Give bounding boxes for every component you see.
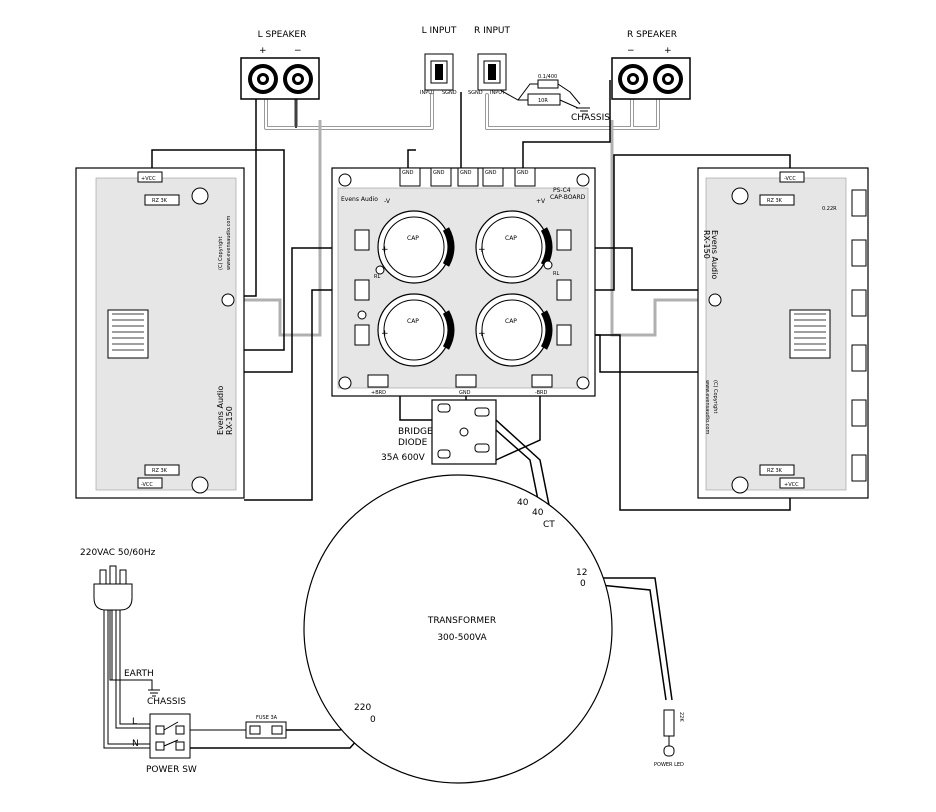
cap4-plus: +: [478, 329, 486, 339]
input-chassis-label: CHASSIS: [571, 113, 610, 123]
bridge-label: BRIDGE: [398, 427, 433, 437]
psu-model: PS-C4: [553, 187, 571, 194]
left-amp-plus-vcc: +VCC: [141, 176, 156, 182]
psu-gnd-5: GND: [517, 170, 529, 176]
mains-wires: [103, 610, 160, 749]
psu-sub: CAP-BOARD: [550, 194, 586, 201]
left-amp-copyright: (C) Copyright: [218, 237, 224, 270]
left-speaker-terminal: [240, 57, 320, 100]
cap4-label: CAP: [505, 318, 517, 325]
psu-gnd-2: GND: [433, 170, 445, 176]
left-speaker-label: L SPEAKER: [258, 30, 307, 40]
psu-brand: Evens Audio: [341, 196, 378, 203]
psu-gnd-1: GND: [402, 170, 414, 176]
led-resistor-label: 22K: [678, 712, 684, 722]
res-value: 10R: [538, 98, 548, 104]
right-speaker-label: R SPEAKER: [627, 30, 677, 40]
cap3-plus: +: [381, 329, 389, 339]
power-led: [663, 709, 675, 757]
cap2-label: CAP: [505, 235, 517, 242]
left-amp-rz-top: RZ 3K: [152, 198, 168, 204]
input-jacks: [424, 53, 507, 91]
rc-network: [499, 79, 590, 115]
right-amp-website: www.evensaudio.com: [704, 380, 710, 434]
right-speaker-minus: −: [627, 46, 635, 56]
cap1-label: CAP: [407, 235, 419, 242]
right-amp-rz-bottom: RZ 3K: [767, 468, 783, 474]
cap1-plus: +: [381, 245, 389, 255]
psu-cap-board: [331, 167, 596, 397]
tap-220: 220: [354, 703, 371, 713]
cap2-plus: +: [478, 245, 486, 255]
left-amp-website: www.evensaudio.com: [226, 216, 232, 270]
left-sgnd-pin: SGND: [442, 90, 457, 96]
tap-0-primary: 0: [370, 715, 376, 725]
right-amp-model: RX-150: [702, 230, 711, 259]
right-amp-rz-top: RZ 3K: [767, 198, 783, 204]
left-amp-brand: Evens Audio: [216, 386, 225, 435]
bridge-diode: [431, 399, 497, 465]
right-speaker-plus: +: [664, 46, 672, 56]
earth-label: EARTH: [124, 669, 154, 679]
tap-0-secondary: 0: [580, 579, 586, 589]
tap-ct: CT: [543, 520, 555, 530]
line-l-label: L: [132, 717, 137, 727]
left-speaker-plus: +: [259, 46, 267, 56]
left-amp-minus-vcc: -VCC: [141, 482, 153, 488]
cap-value: 0.1/400: [538, 74, 557, 80]
psu-plus-bridge: +BRD: [371, 390, 386, 396]
tap-12: 12: [576, 568, 587, 578]
bridge-rating: 35A 600V: [381, 453, 426, 463]
right-amp-board: [697, 167, 869, 499]
transformer-label: TRANSFORMER: [427, 616, 496, 626]
right-amp-brand: Evens Audio: [710, 230, 719, 279]
left-input-label: L INPUT: [422, 26, 457, 36]
power-led-label: POWER LED: [654, 762, 684, 768]
transformer-body: [303, 474, 613, 784]
power-switch: [149, 713, 191, 759]
psu-minus-bridge: -BRD: [535, 390, 548, 396]
fuse-holder: [190, 721, 287, 739]
transformer-rating: 300-500VA: [437, 633, 487, 643]
mains-plug: [93, 565, 133, 611]
left-amp-board: [75, 167, 245, 499]
right-amp-copyright: (C) Copyright: [712, 380, 718, 413]
psu-rl-left: RL: [374, 274, 380, 280]
tap-40-b: 40: [532, 508, 544, 518]
right-input-label: R INPUT: [474, 26, 511, 36]
right-amp-plus-vcc: +VCC: [784, 482, 799, 488]
psu-rl-right: RL: [553, 271, 559, 277]
right-amp-minus-vcc: -VCC: [784, 176, 796, 182]
left-speaker-minus: −: [294, 46, 302, 56]
psu-minus-v-top: -V: [384, 198, 391, 205]
psu-gnd-3: GND: [460, 170, 472, 176]
psu-plus-v-top: +V: [536, 198, 546, 205]
left-input-pin: INPUT: [420, 90, 436, 96]
right-speaker-terminal: [611, 57, 691, 100]
right-amp-r022: 0.22R: [822, 206, 837, 212]
right-sgnd-pin: SGND: [468, 90, 483, 96]
cap3-label: CAP: [407, 318, 419, 325]
left-amp-rz-bottom: RZ 3K: [152, 468, 168, 474]
line-n-label: N: [132, 739, 139, 749]
tap-40-a: 40: [517, 498, 529, 508]
right-input-pin: INPUT: [490, 90, 506, 96]
psu-gnd-4: GND: [485, 170, 497, 176]
amp-signal-traces: [244, 120, 698, 337]
fuse-label: FUSE 3A: [256, 715, 278, 721]
power-wires: [151, 80, 791, 749]
psu-gnd-bottom: GND: [459, 390, 471, 396]
left-amp-model: RX-150: [225, 406, 234, 435]
power-switch-label: POWER SW: [146, 765, 197, 775]
diode-label: DIODE: [398, 438, 428, 448]
mains-label: 220VAC 50/60Hz: [80, 548, 156, 558]
earth-chassis-label: CHASSIS: [147, 697, 186, 707]
